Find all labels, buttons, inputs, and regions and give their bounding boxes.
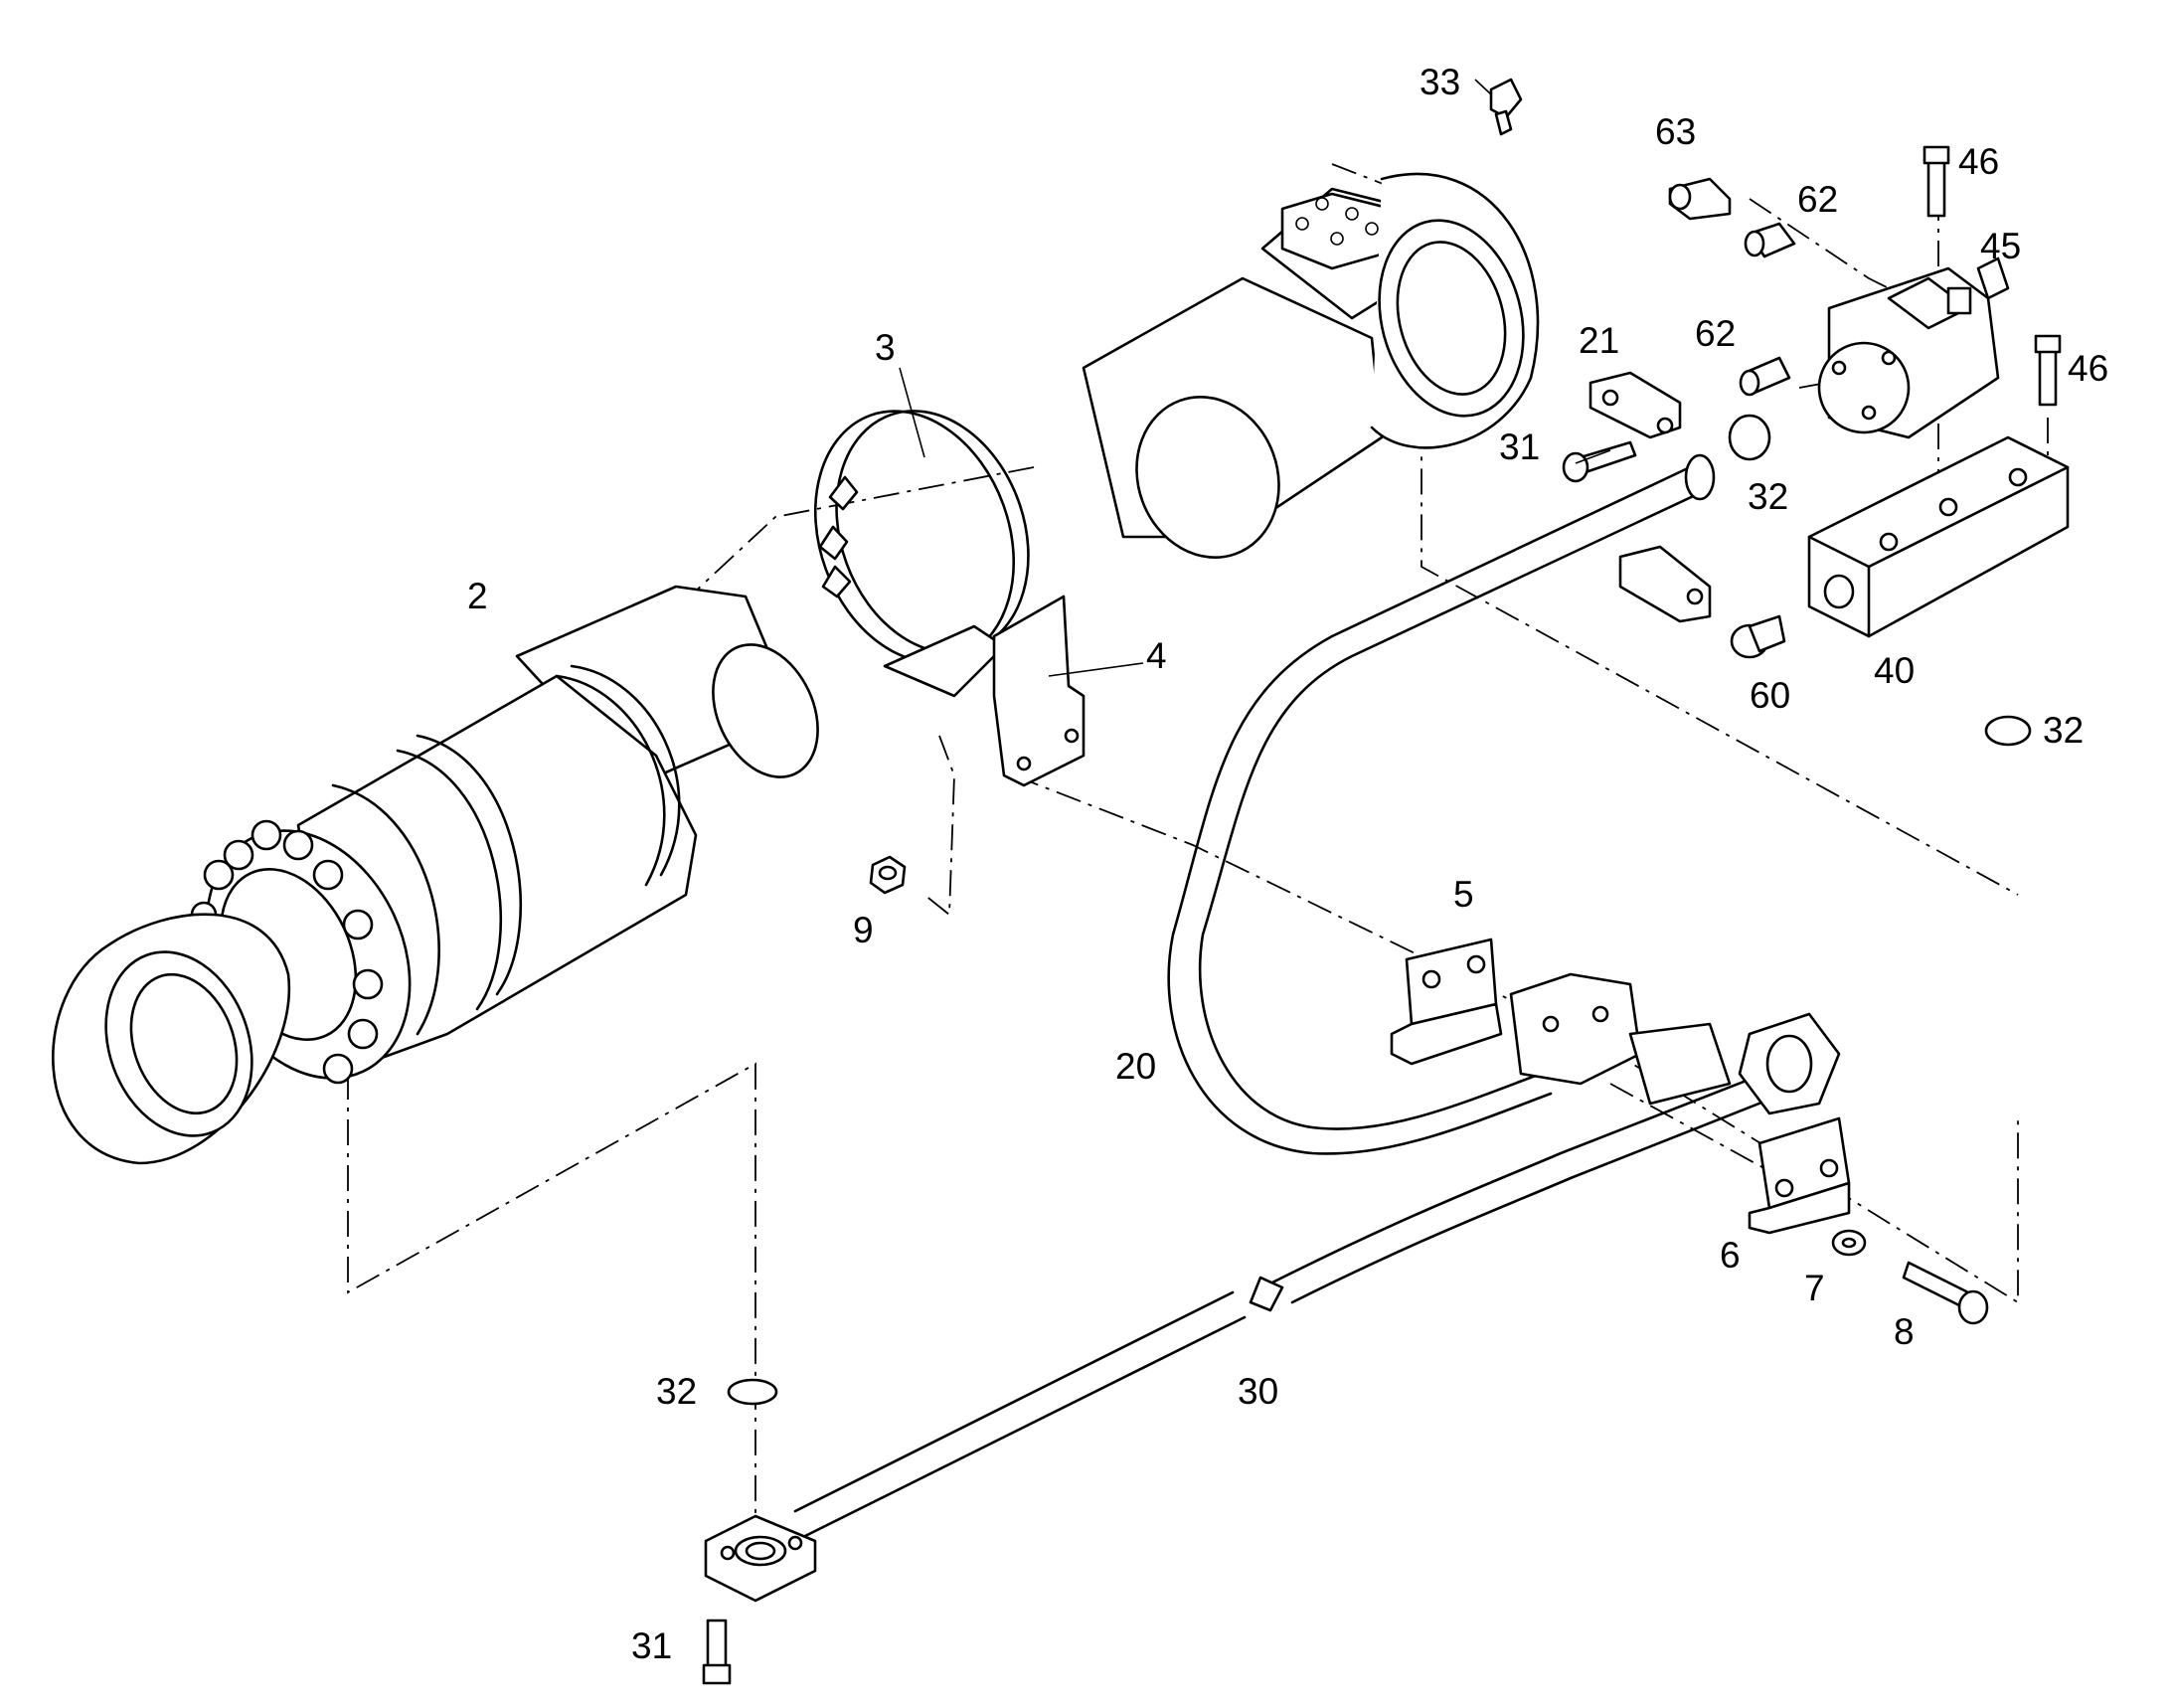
o-ring <box>727 1378 778 1406</box>
callout-33: 33 <box>1420 62 1460 102</box>
callouts: 2 3 4 9 5 20 33 63 62 46 45 21 62 46 31 … <box>467 62 2108 1666</box>
callout-30: 30 <box>1238 1371 1278 1412</box>
washer <box>1831 1229 1867 1257</box>
tube-20 <box>1167 453 1716 1155</box>
callout-7: 7 <box>1804 1268 1825 1308</box>
callout-40: 40 <box>1874 650 1915 691</box>
screw-46-top <box>1922 145 1950 218</box>
tube-flange <box>704 1514 817 1603</box>
callout-32: 32 <box>1748 476 1788 517</box>
callout-32b: 32 <box>2043 710 2084 751</box>
flange-clamp <box>1738 1012 1841 1115</box>
callout-31: 31 <box>1499 427 1540 467</box>
callout-31b: 31 <box>631 1625 672 1666</box>
tube-30 <box>793 1062 1811 1538</box>
fitting-62-left <box>1739 356 1791 397</box>
flange-bolts <box>190 819 384 1085</box>
callout-9: 9 <box>853 910 874 950</box>
callout-60: 60 <box>1750 675 1790 716</box>
bolt-8 <box>1902 1261 1989 1325</box>
o-ring-valve <box>1728 414 1771 461</box>
leader-lines <box>899 79 1611 677</box>
valve-45 <box>1817 256 2010 439</box>
split-flange-21 <box>1588 371 1682 439</box>
clamp-ring <box>813 410 1030 664</box>
callout-46: 46 <box>1958 141 1999 182</box>
screw-46-right <box>2034 334 2062 407</box>
plug-60 <box>1730 614 1786 659</box>
cylinder-head-end <box>1082 172 1540 559</box>
callout-45: 45 <box>1980 226 2021 266</box>
callout-62b: 62 <box>1695 313 1736 354</box>
split-flange-half <box>1618 545 1712 623</box>
fitting-63 <box>1668 177 1732 221</box>
bolt <box>702 1619 732 1685</box>
clamp-plate-5 <box>1390 938 1503 1066</box>
callout-3: 3 <box>875 327 896 368</box>
callout-6: 6 <box>1720 1235 1741 1276</box>
mounting-bracket <box>883 595 1086 787</box>
manifold-block-40 <box>1807 435 2070 638</box>
bolt-31 <box>1562 440 1637 483</box>
callout-62: 62 <box>1797 179 1838 220</box>
callout-46b: 46 <box>2068 348 2108 389</box>
callout-32c: 32 <box>656 1371 697 1412</box>
hydraulic-cylinder-body <box>52 585 819 1165</box>
callout-2: 2 <box>467 576 488 616</box>
callout-5: 5 <box>1453 874 1474 915</box>
clamp-block <box>1509 972 1732 1106</box>
grease-nipple <box>1489 78 1523 136</box>
callout-4: 4 <box>1146 635 1167 676</box>
callout-20: 20 <box>1115 1046 1156 1087</box>
nut <box>869 855 907 895</box>
callout-63: 63 <box>1655 111 1696 152</box>
callout-8: 8 <box>1894 1311 1915 1352</box>
o-ring-right <box>1984 715 2032 747</box>
callout-21: 21 <box>1579 320 1619 361</box>
fitting-62-top <box>1744 222 1796 258</box>
clamp-plate-6 <box>1748 1116 1851 1235</box>
